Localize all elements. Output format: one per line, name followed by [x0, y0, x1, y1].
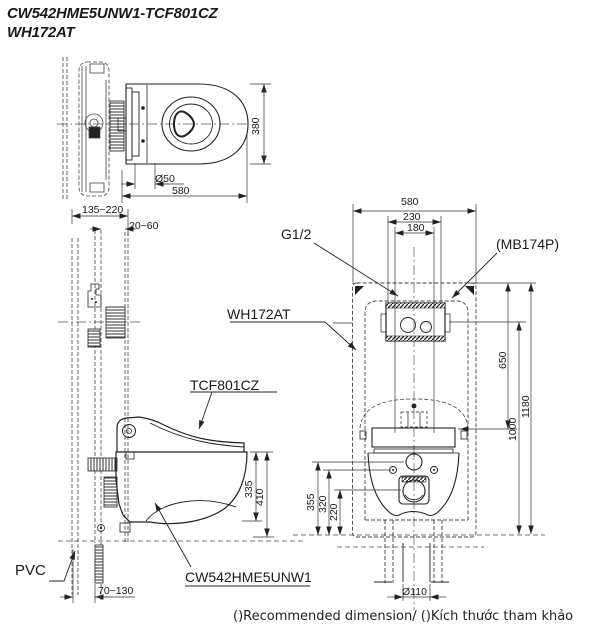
dim-frame-height: 1180 — [520, 395, 532, 418]
front-frame — [333, 240, 477, 538]
label-leaders — [49, 242, 498, 587]
dim-tank-width: 230 — [403, 211, 421, 223]
label-seat-model: TCF801CZ — [190, 377, 260, 393]
dim-panel-gap: 20~60 — [129, 220, 159, 232]
dim-bolt-spacing: 180 — [407, 222, 425, 234]
dim-drain-offset: 70~130 — [98, 585, 134, 597]
centerlines — [57, 123, 415, 610]
plan-frame — [62, 57, 125, 200]
plan-toilet — [117, 83, 249, 165]
side-toilet — [115, 416, 248, 525]
dim-drain-diameter: Ø110 — [402, 586, 427, 598]
dim-flush-height: 355 — [305, 493, 317, 511]
front-toilet — [359, 398, 469, 583]
label-pvc: PVC — [15, 562, 46, 579]
side-frame — [71, 230, 131, 600]
dim-frame-depth: 135~220 — [82, 204, 124, 216]
dim-supply-height: 1000 — [507, 417, 519, 441]
dim-frame-width: 580 — [401, 196, 419, 208]
dim-tank-drop: 650 — [497, 351, 509, 369]
dim-top-width: 580 — [172, 185, 190, 197]
dim-seat-height: 410 — [254, 488, 266, 506]
label-flush-plate: (MB174P) — [496, 236, 560, 252]
label-frame-model: WH172AT — [227, 306, 291, 322]
floor-lines — [58, 534, 545, 548]
title-line-2: WH172AT — [7, 24, 75, 41]
dim-top-depth: 380 — [250, 117, 262, 135]
label-bowl-model: CW542HME5UNW1 — [185, 569, 312, 585]
title-line-1: CW542HME5UNW1-TCF801CZ — [7, 5, 218, 22]
footnote: ()Recommended dimension/ ()Kích thước th… — [233, 609, 574, 624]
dim-outlet-height: 220 — [328, 503, 340, 521]
plan-dimensions — [121, 83, 271, 203]
dim-trap-distance: Ø50 — [155, 173, 175, 185]
label-water-inlet: G1/2 — [281, 226, 312, 242]
front-dimensions — [312, 204, 536, 601]
side-dimensions — [60, 209, 274, 603]
